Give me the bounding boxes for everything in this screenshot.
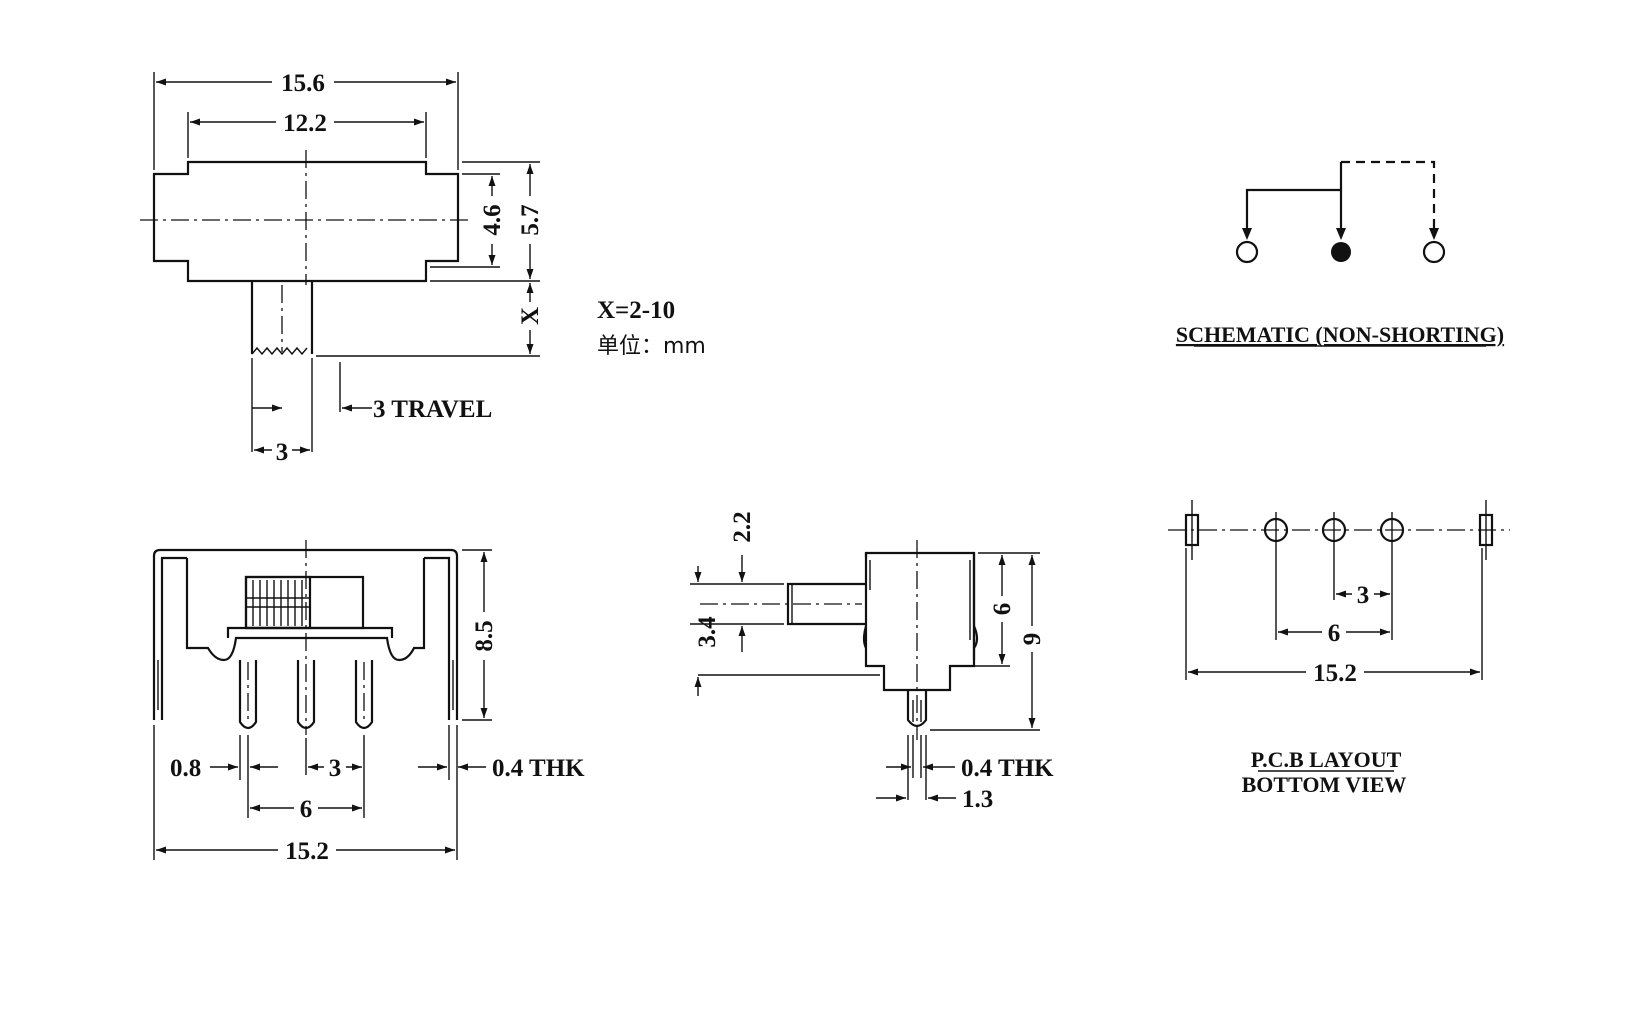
dim-top-height-overall: 5.7 [517,204,544,235]
dim-pcb-span-inner: 6 [1328,620,1341,647]
terminal-common-icon [1331,242,1351,262]
terminal-left-icon [1235,240,1259,264]
note-unit: 单位：mm [597,334,706,359]
label-front-thickness: 0.4 THK [492,755,585,782]
dim-top-width-inner: 12.2 [283,110,327,137]
note-block: X=2-10 单位：mm [597,297,706,359]
dim-side-actuator-height: 3.4 [694,616,721,648]
note-x-range: X=2-10 [597,297,675,324]
dim-front-height: 8.5 [471,620,498,651]
schematic: SCHEMATIC (NON-SHORTING) [1176,160,1504,347]
front-view: 8.5 0.8 3 6 15.2 0.4 THK [152,540,585,865]
schematic-title: SCHEMATIC (NON-SHORTING) [1176,322,1504,347]
pcb-layout: 3 6 15.2 P.C.B LAYOUT BOTTOM VIEW [1168,500,1510,797]
dim-front-pin-pitch: 3 [329,755,342,782]
dim-top-width-overall: 15.6 [281,70,325,97]
pcb-title-line1: P.C.B LAYOUT [1251,747,1402,772]
dim-top-height-inner: 4.6 [479,204,506,235]
side-view: 2.2 3.4 6 9 0.4 THK 1.3 [690,511,1054,813]
dim-front-leg-span: 15.2 [285,838,329,865]
dim-pcb-pitch: 3 [1357,582,1370,609]
dim-side-body-height: 6 [989,603,1016,616]
label-side-thickness: 0.4 THK [961,755,1054,782]
top-view: 15.6 12.2 4.6 5.7 X 3 3 TRAVEL [140,68,544,466]
dim-side-pin-width: 1.3 [962,786,993,813]
dim-side-actuator-offset: 2.2 [729,511,756,542]
dim-actuator-x: X [517,307,544,325]
terminal-right-icon [1422,240,1446,264]
dim-front-tab-width: 0.8 [170,755,201,782]
dim-pcb-span-outer: 15.2 [1313,660,1357,687]
dim-actuator-width: 3 [276,439,289,466]
dim-front-pin-span: 6 [300,796,313,823]
label-travel: 3 TRAVEL [373,396,492,423]
dim-side-total-height: 9 [1019,633,1046,646]
pcb-title-line2: BOTTOM VIEW [1242,772,1407,797]
